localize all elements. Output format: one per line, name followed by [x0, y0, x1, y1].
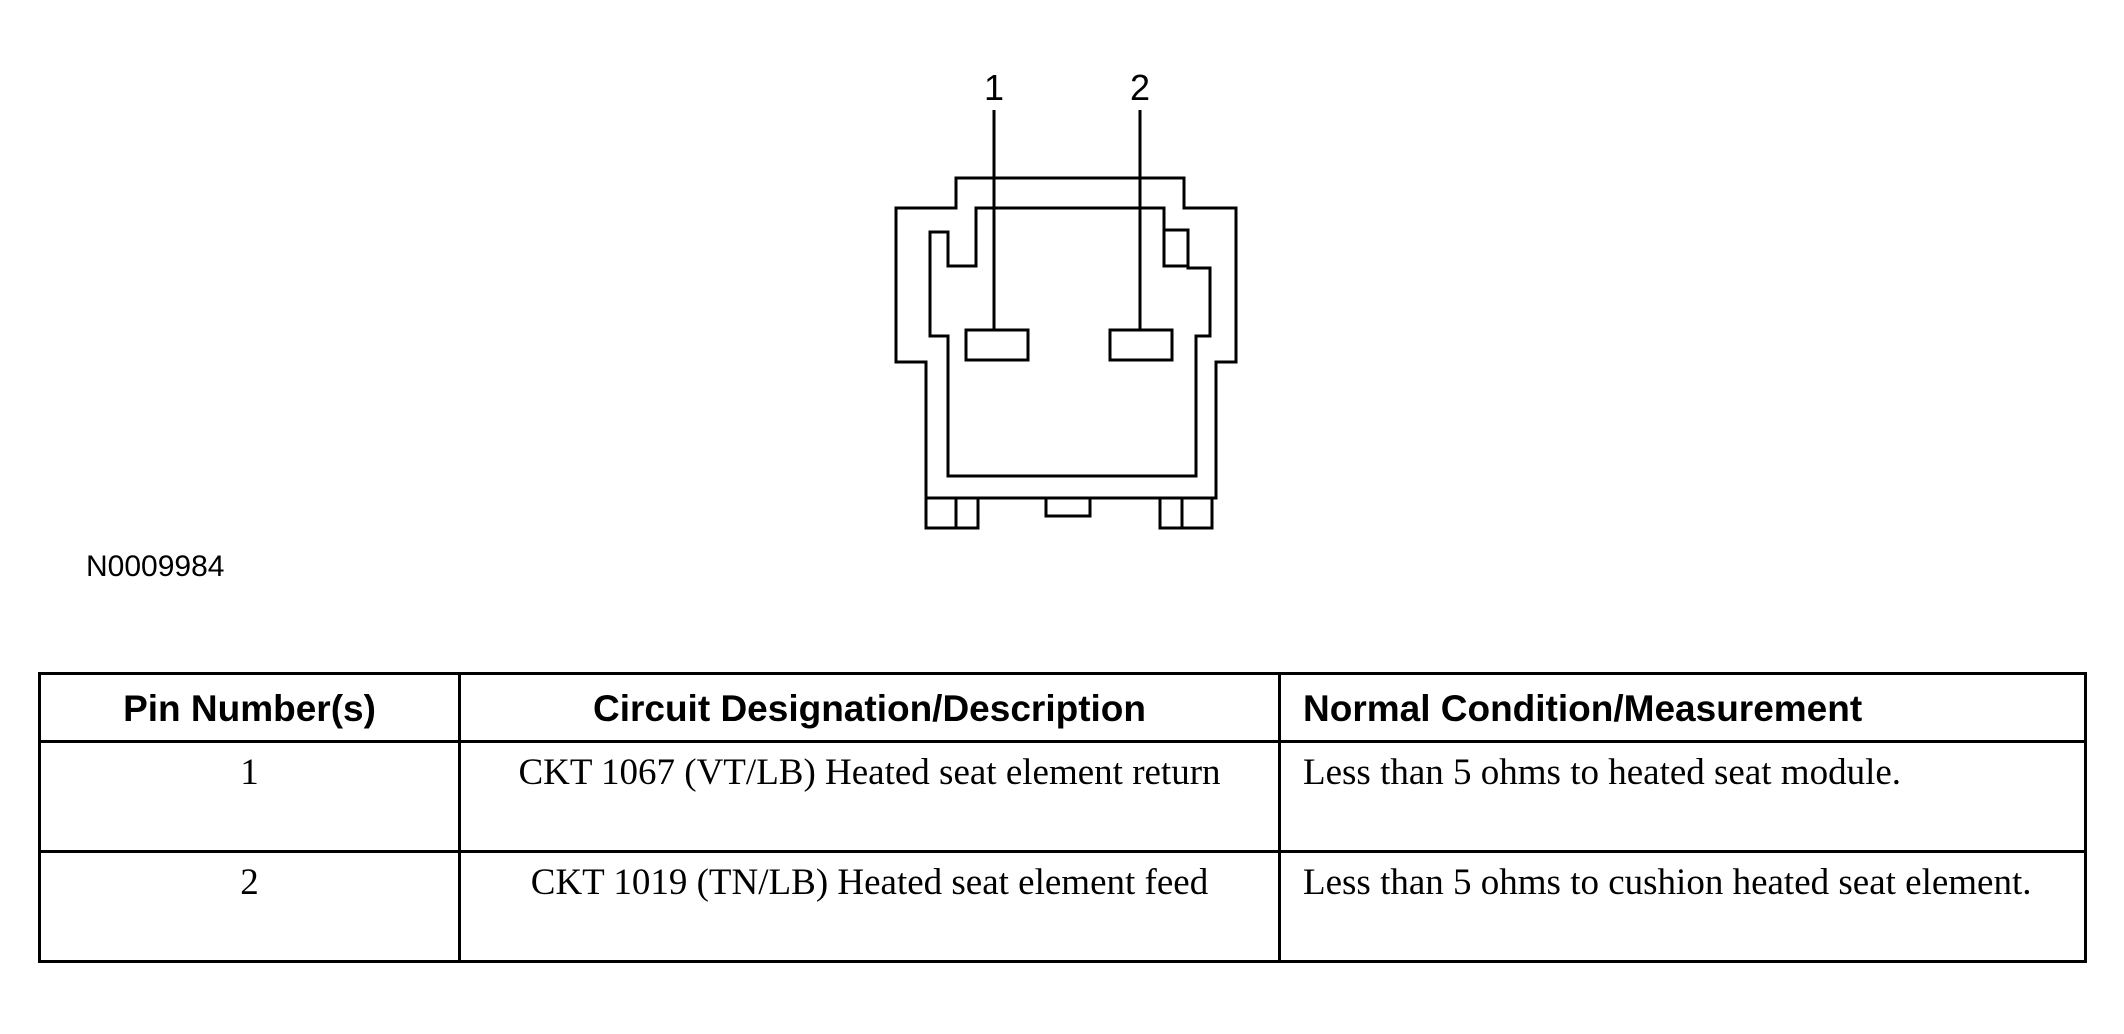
- header-condition: Normal Condition/Measurement: [1278, 672, 2087, 743]
- header-circuit: Circuit Designation/Description: [458, 672, 1281, 743]
- cell-circuit: CKT 1019 (TN/LB) Heated seat element fee…: [458, 850, 1281, 963]
- connector-foot-left-a: [924, 496, 958, 530]
- connector-diagram: 1 2: [894, 67, 1238, 530]
- table-row: 1 CKT 1067 (VT/LB) Heated seat element r…: [38, 740, 2087, 853]
- table-row: 2 CKT 1019 (TN/LB) Heated seat element f…: [38, 850, 2087, 963]
- connector-foot-left-b: [954, 496, 980, 530]
- cell-condition: Less than 5 ohms to heated seat module.: [1278, 740, 2087, 853]
- cell-circuit: CKT 1067 (VT/LB) Heated seat element ret…: [458, 740, 1281, 853]
- connector-left-latch: [946, 208, 978, 268]
- connector-housing-inner: [928, 206, 1212, 478]
- pin-terminal-1: [964, 328, 1030, 362]
- figure-id: N0009984: [86, 550, 225, 583]
- connector-foot-right-b: [1180, 496, 1214, 530]
- pin-label-2: 2: [1130, 67, 1150, 108]
- pin-label-1: 1: [984, 67, 1004, 108]
- table-header-row: Pin Number(s) Circuit Designation/Descri…: [38, 672, 2087, 743]
- connector-right-latch: [1162, 208, 1190, 268]
- pin-terminal-2: [1108, 328, 1174, 362]
- connector-foot-center: [1044, 496, 1092, 518]
- cell-pin: 1: [38, 740, 461, 853]
- cell-condition: Less than 5 ohms to cushion heated seat …: [1278, 850, 2087, 963]
- header-pin-number: Pin Number(s): [38, 672, 461, 743]
- connector-foot-right-a: [1158, 496, 1184, 530]
- connector-housing-outer: [894, 176, 1238, 500]
- cell-pin: 2: [38, 850, 461, 963]
- pin-table: Pin Number(s) Circuit Designation/Descri…: [38, 672, 2087, 963]
